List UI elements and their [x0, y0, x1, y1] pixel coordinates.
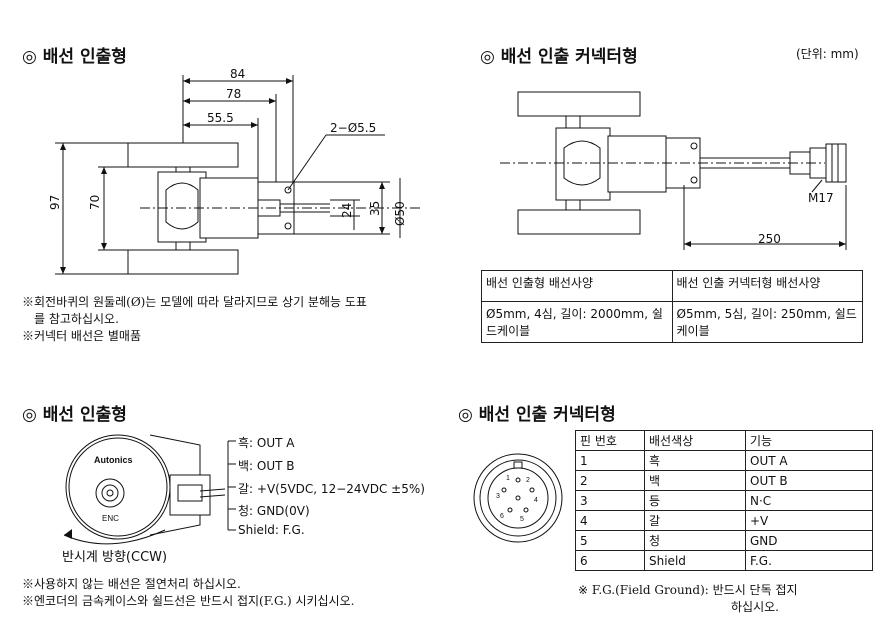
spec-cell-wire-out: Ø5mm, 4심, 길이: 2000mm, 쉴드케이블 [481, 301, 673, 343]
dim-hole: 2−Ø5.5 [330, 121, 377, 135]
table-row: 5 청 GND [575, 530, 873, 551]
section2-title: ◎ 배선 인출 커넥터형 [480, 47, 638, 67]
table-row: 2 백 OUT B [575, 470, 873, 491]
note-line: 를 참고하십시오. [34, 312, 119, 326]
wire-blue: 청: GND(0V) [238, 504, 310, 518]
dim-78: 78 [226, 87, 242, 101]
table-row: 3 등 N·C [575, 490, 873, 511]
encoder-wiring-drawing: Autonics ENC [63, 434, 226, 545]
enc-label: ENC [102, 514, 119, 523]
pin-no: 2 [575, 470, 645, 491]
wire-color: 청 [644, 530, 746, 551]
wire-color: 백 [644, 470, 746, 491]
dim-m17: M17 [808, 191, 834, 205]
function: F.G. [745, 550, 873, 571]
table-row: 1 흑 OUT A [575, 450, 873, 471]
section4-note: ※ F.G.(Field Ground): 반드시 단독 접지 하십시오. [578, 582, 798, 616]
cable-spec-table: 배선 인출형 배선사양 배선 인출 커넥터형 배선사양 Ø5mm, 4심, 길이… [481, 270, 863, 343]
spec-header-wire-out: 배선 인출형 배선사양 [481, 270, 673, 302]
dim-55-5: 55.5 [207, 111, 234, 125]
pin-label: 5 [520, 516, 524, 523]
pin-label: 3 [496, 493, 500, 500]
wire-brown: 갈: +V(5VDC, 12−24VDC ±5%) [238, 482, 425, 496]
note-line: 하십시오. [731, 600, 779, 614]
function: N·C [745, 490, 873, 511]
note-line: ※엔코더의 금속케이스와 쉴드선은 반드시 접지(F.G.) 시키십시오. [22, 594, 355, 608]
spec-header-connector: 배선 인출 커넥터형 배선사양 [671, 270, 863, 302]
note-line: ※커넥터 배선은 별매품 [22, 329, 141, 343]
pin-no: 3 [575, 490, 645, 511]
section1-notes: ※회전바퀴의 원둘레(Ø)는 모델에 따라 달라지므로 상기 분해능 도표 를 … [22, 294, 367, 345]
pin-label: 2 [526, 477, 530, 484]
spec-cell-connector: Ø5mm, 5심, 길이: 250mm, 쉴드케이블 [671, 301, 863, 343]
ccw-direction-label: 반시계 방향(CCW) [62, 550, 168, 565]
unit-label: (단위: mm) [796, 47, 859, 61]
connector-pin-diagram: 1 2 3 4 5 6 [473, 453, 563, 543]
function: +V [745, 510, 873, 531]
wire-color: 갈 [644, 510, 746, 531]
pin-label: 1 [506, 475, 510, 482]
wire-color: 흑 [644, 450, 746, 471]
section1-title: ◎ 배선 인출형 [22, 47, 127, 67]
note-line: ※사용하지 않는 배선은 절연처리 하십시오. [22, 577, 241, 591]
note-line: ※회전바퀴의 원둘레(Ø)는 모델에 따라 달라지므로 상기 분해능 도표 [22, 295, 367, 309]
dim-97: 97 [48, 194, 62, 210]
dim-35: 35 [368, 200, 382, 216]
wire-color: Shield [644, 550, 746, 571]
pin-no: 1 [575, 450, 645, 471]
section4-title: ◎ 배선 인출 커넥터형 [458, 405, 616, 425]
brand-logo: Autonics [94, 455, 133, 465]
dim-24: 24 [340, 202, 354, 218]
pin-no: 4 [575, 510, 645, 531]
wire-bracket [227, 440, 236, 531]
pin-table: 핀 번호 배선색상 기능 1 흑 OUT A 2 백 OUT B 3 등 N·C… [575, 430, 873, 571]
note-line: ※ F.G.(Field Ground): 반드시 단독 접지 [578, 583, 798, 597]
pin-label: 4 [534, 497, 538, 504]
header-wire-color: 배선색상 [644, 430, 746, 451]
pin-no: 5 [575, 530, 645, 551]
dim-70: 70 [88, 194, 102, 210]
function: OUT A [745, 450, 873, 471]
wire-shield: Shield: F.G. [238, 523, 305, 537]
dim-250: 250 [758, 232, 781, 246]
wire-color: 등 [644, 490, 746, 511]
table-row: 4 갈 +V [575, 510, 873, 531]
section3-title: ◎ 배선 인출형 [22, 405, 127, 425]
section3-notes: ※사용하지 않는 배선은 절연처리 하십시오. ※엔코더의 금속케이스와 쉴드선… [22, 576, 354, 610]
function: GND [745, 530, 873, 551]
connector-dimension-drawing [500, 91, 847, 250]
pin-table-header: 핀 번호 배선색상 기능 [575, 430, 873, 451]
dim-84: 84 [230, 67, 246, 81]
function: OUT B [745, 470, 873, 491]
dim-phi50: Ø50 [393, 201, 407, 226]
wire-out-dimension-drawing [55, 75, 420, 275]
header-function: 기능 [745, 430, 873, 451]
wire-black: 흑: OUT A [238, 436, 295, 450]
wire-white: 백: OUT B [238, 459, 295, 473]
table-row: 6 Shield F.G. [575, 550, 873, 571]
header-pin-no: 핀 번호 [575, 430, 645, 451]
pin-label: 6 [500, 513, 504, 520]
pin-no: 6 [575, 550, 645, 571]
